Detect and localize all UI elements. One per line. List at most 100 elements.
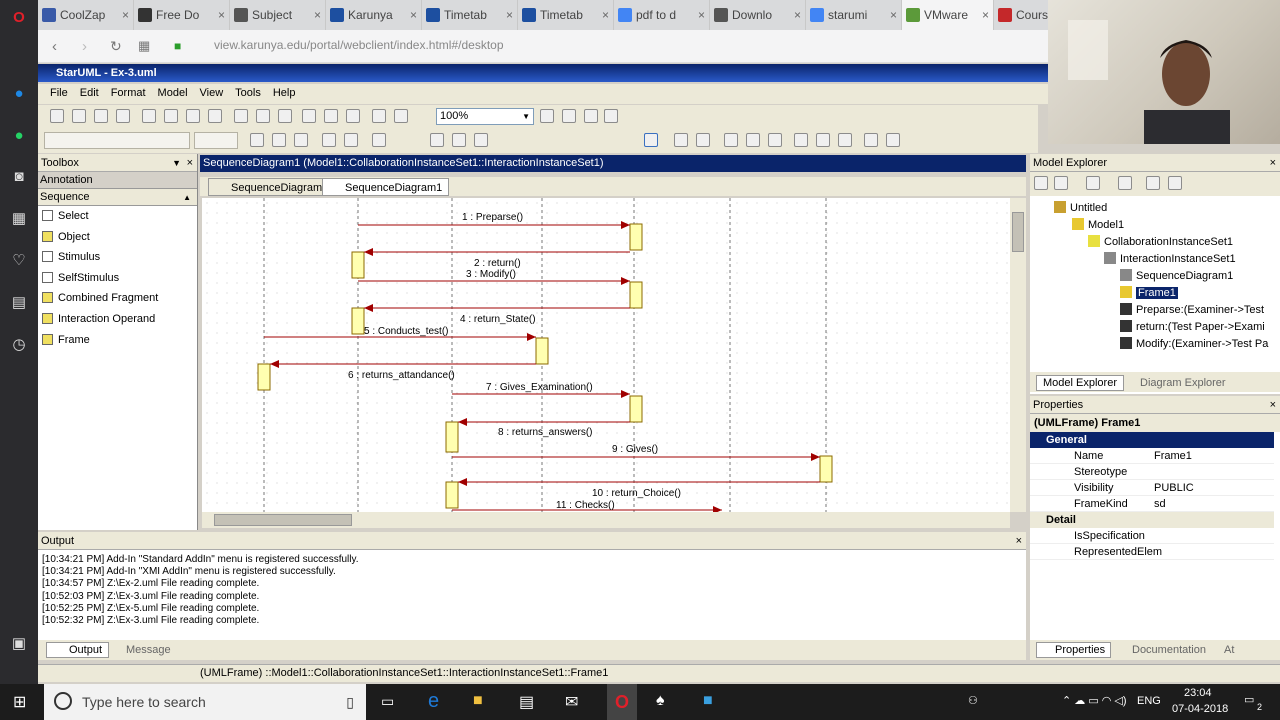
undo-icon[interactable]	[234, 109, 248, 123]
align-right-icon[interactable]	[372, 133, 386, 147]
menu-item-help[interactable]: Help	[272, 87, 296, 99]
close-icon[interactable]: ×	[981, 8, 989, 22]
menu-item-tools[interactable]: Tools	[235, 87, 261, 99]
toolbox-item-select[interactable]: Select	[38, 206, 197, 227]
filter-icon[interactable]	[1086, 176, 1100, 190]
align-bottom-icon[interactable]	[768, 133, 782, 147]
tree-item[interactable]: Modify:(Examiner->Test Pa	[1120, 336, 1268, 352]
browser-tab[interactable]: Karunya×	[326, 0, 422, 30]
microphone-icon[interactable]: ▯	[346, 694, 354, 710]
tree-item[interactable]: Frame1	[1120, 285, 1178, 301]
fill-color-icon[interactable]	[294, 133, 308, 147]
tree-item[interactable]: Untitled	[1054, 200, 1107, 216]
toolbox-group-annotation[interactable]: Annotation	[38, 172, 197, 189]
game-icon[interactable]: ♠	[656, 692, 665, 709]
url-field[interactable]: view.karunya.edu/portal/webclient/index.…	[214, 38, 504, 52]
order2-icon[interactable]	[696, 133, 710, 147]
tab-output[interactable]: Output	[46, 642, 110, 658]
sort-desc-icon[interactable]	[1054, 176, 1068, 190]
property-row-stereotype[interactable]: Stereotype	[1030, 464, 1274, 480]
new-icon[interactable]	[50, 109, 64, 123]
redo-icon[interactable]	[256, 109, 270, 123]
delete-icon[interactable]	[208, 109, 222, 123]
tab-sequence-diagram-1-active[interactable]: SequenceDiagram1	[322, 178, 450, 196]
tree-item[interactable]: Model1	[1072, 217, 1124, 233]
store-icon[interactable]: ▤	[519, 694, 535, 711]
font-color-icon[interactable]	[250, 133, 264, 147]
forward-icon[interactable]: ›	[82, 38, 87, 55]
layout-icon[interactable]	[644, 133, 658, 147]
tab-diagram-explorer[interactable]: Diagram Explorer	[1134, 376, 1232, 390]
back-icon[interactable]: ‹	[52, 38, 57, 55]
tab-message[interactable]: Message	[110, 643, 177, 657]
tray-icons[interactable]: ⌃ ☁ ▭ ◠ ◁)	[1062, 695, 1127, 707]
opera-logo-icon[interactable]: O	[13, 9, 25, 26]
property-row-representedelem[interactable]: RepresentedElem	[1030, 544, 1274, 560]
close-icon[interactable]: ×	[793, 8, 801, 22]
task-view-icon[interactable]: ▭	[381, 693, 395, 709]
browser-tab[interactable]: Subject×	[230, 0, 326, 30]
property-value[interactable]: PUBLIC	[1154, 482, 1194, 494]
browser-tab[interactable]: VMware×	[902, 0, 994, 30]
property-section[interactable]: Detail	[1030, 512, 1274, 528]
diagram2-icon[interactable]	[324, 109, 338, 123]
property-value[interactable]: sd	[1154, 498, 1166, 510]
open-icon[interactable]	[72, 109, 86, 123]
paste-icon[interactable]	[186, 109, 200, 123]
diagram3-icon[interactable]	[346, 109, 360, 123]
property-value[interactable]: Frame1	[1154, 450, 1192, 462]
close-icon[interactable]: ×	[186, 157, 193, 169]
tree-item[interactable]: InteractionInstanceSet1	[1104, 251, 1236, 267]
tree-item[interactable]: return:(Test Paper->Exami	[1120, 319, 1265, 335]
menu-item-view[interactable]: View	[199, 87, 224, 99]
toolbox-item-frame[interactable]: Frame	[38, 330, 197, 351]
app-icon[interactable]: ■	[703, 692, 713, 709]
align-left-icon[interactable]	[322, 133, 336, 147]
zoom-in-icon[interactable]	[540, 109, 554, 123]
sort-icon[interactable]	[1034, 176, 1048, 190]
close-icon[interactable]: ×	[217, 8, 225, 22]
size2-icon[interactable]	[886, 133, 900, 147]
browser-tab[interactable]: Downlo×	[710, 0, 806, 30]
tool-icon[interactable]	[372, 109, 386, 123]
copy-icon[interactable]	[164, 109, 178, 123]
tree-item[interactable]: SequenceDiagram1	[1120, 268, 1233, 284]
edge-icon[interactable]: e	[428, 690, 440, 712]
speed-dial-icon[interactable]: ▦	[11, 210, 27, 227]
distribute3-icon[interactable]	[474, 133, 488, 147]
chevron-up-icon[interactable]: ▲	[183, 193, 191, 202]
history-icon[interactable]: ◷	[12, 336, 26, 353]
canvas-horizontal-scrollbar[interactable]	[202, 512, 1010, 528]
messenger-icon[interactable]: ●	[14, 85, 24, 102]
space2-icon[interactable]	[816, 133, 830, 147]
cut-icon[interactable]	[142, 109, 156, 123]
size-icon[interactable]	[864, 133, 878, 147]
tab-model-explorer[interactable]: Model Explorer	[1036, 375, 1124, 391]
addin-icon[interactable]	[394, 109, 408, 123]
tabs-grid-icon[interactable]: ▦	[138, 38, 151, 53]
toolbox-item-object[interactable]: Object	[38, 227, 197, 248]
tree-item[interactable]: Preparse:(Examiner->Test	[1120, 302, 1264, 318]
taskbar-search[interactable]: Type here to search ▯	[44, 684, 366, 720]
move-up-icon[interactable]	[1146, 176, 1160, 190]
close-icon[interactable]: ×	[121, 8, 129, 22]
distribute-icon[interactable]	[430, 133, 444, 147]
line-color-icon[interactable]	[272, 133, 286, 147]
browser-tab[interactable]: starumi×	[806, 0, 902, 30]
order-icon[interactable]	[674, 133, 688, 147]
tab-attachments[interactable]: At	[1210, 643, 1239, 657]
align-middle-icon[interactable]	[746, 133, 760, 147]
close-icon[interactable]: ×	[313, 8, 321, 22]
browser-tab[interactable]: pdf to d×	[614, 0, 710, 30]
whatsapp-icon[interactable]: ●	[14, 127, 24, 144]
space-icon[interactable]	[794, 133, 808, 147]
toolbox-group-sequence[interactable]: Sequence▲	[38, 189, 197, 206]
scroll-thumb[interactable]	[1012, 212, 1024, 252]
toolbox-item-selfstimulus[interactable]: SelfStimulus	[38, 268, 197, 289]
save-icon[interactable]	[94, 109, 108, 123]
language-indicator[interactable]: ENG	[1137, 695, 1161, 707]
print-icon[interactable]	[116, 109, 130, 123]
